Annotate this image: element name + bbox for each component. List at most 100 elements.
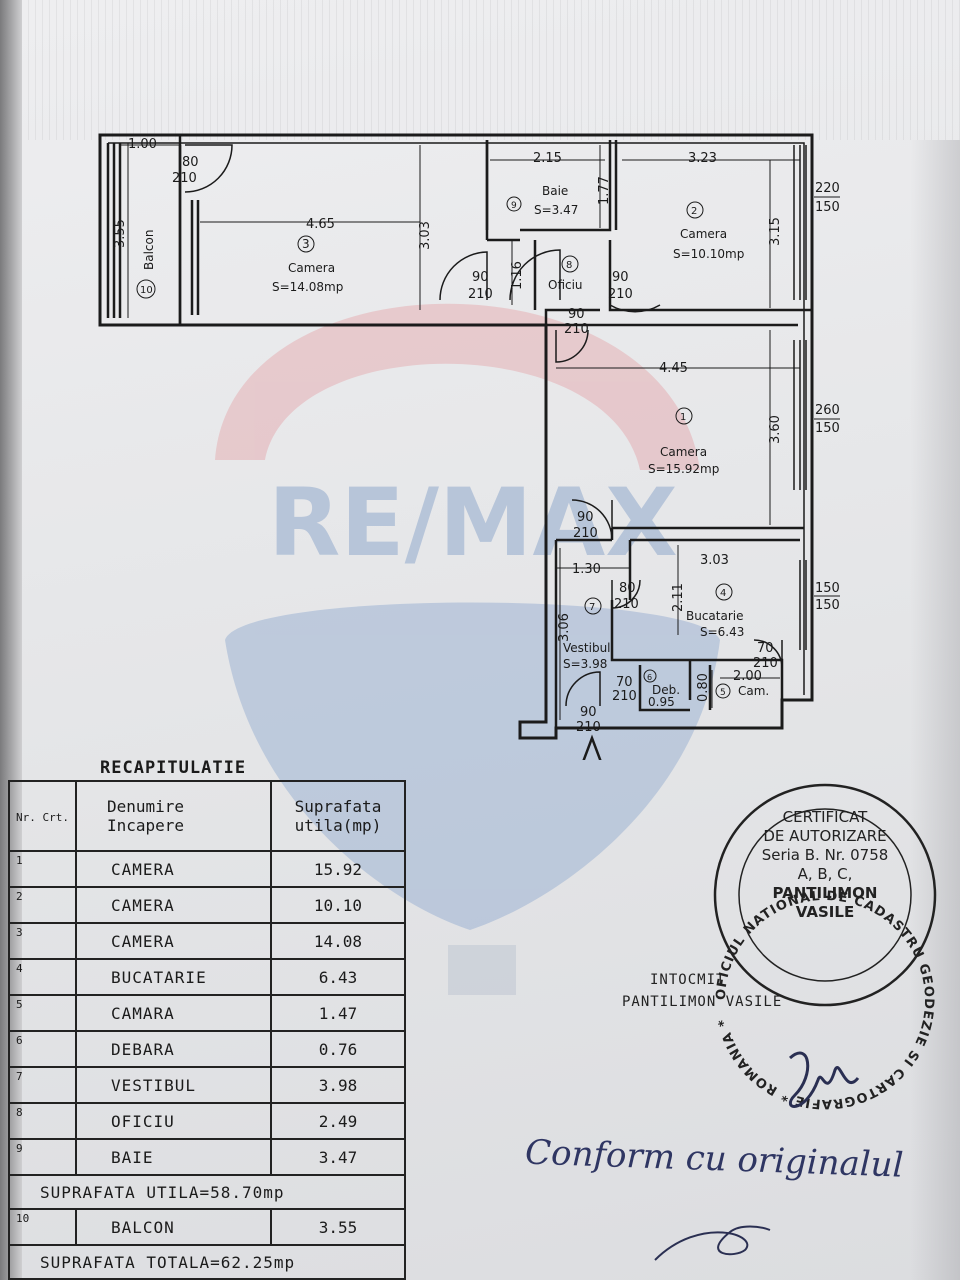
window-1-height: 150 — [815, 200, 840, 215]
door-3-width: 90 — [612, 270, 629, 285]
row-name: CAMERA — [75, 886, 272, 924]
recap-table: Nr. Crt. Denumire Incapere Suprafata uti… — [8, 780, 407, 1280]
stamp-line-3: Seria B. Nr. 0758 — [761, 846, 889, 864]
room-6-number: 6 — [647, 673, 652, 682]
balloon-top-stripe — [215, 303, 700, 470]
room-4-name: Bucatarie — [686, 609, 744, 623]
row-area: 3.55 — [269, 1208, 407, 1246]
stamp-line-5: PANTILIMON — [772, 884, 878, 902]
room-4-number: 4 — [720, 588, 726, 599]
room-6-marker — [643, 669, 657, 683]
row-area: 3.47 — [269, 1138, 407, 1176]
door-swing-8 — [753, 639, 783, 669]
door-1-width: 80 — [182, 155, 199, 170]
door-swing-9 — [565, 671, 601, 707]
door-3-height: 210 — [608, 287, 633, 302]
room-2-area: S=10.10mp — [673, 247, 744, 261]
door-5-width: 90 — [577, 510, 594, 525]
row-area: 3.98 — [269, 1066, 407, 1104]
row-area: 14.08 — [269, 922, 407, 960]
dim-balcony-width: 1.00 — [128, 137, 157, 152]
table-header: Nr. Crt. Denumire Incapere Suprafata uti… — [8, 780, 407, 852]
window-1-width: 220 — [815, 181, 840, 196]
window-right-1 — [793, 145, 807, 300]
door-1-height: 210 — [172, 171, 197, 186]
wall-camera3 — [178, 140, 520, 325]
door-swing-5 — [555, 329, 589, 363]
room-9-marker — [506, 196, 522, 212]
dim-vestibul-width: 1.30 — [572, 562, 601, 577]
door-7-width: 70 — [757, 641, 774, 656]
door-6-width: 80 — [619, 581, 636, 596]
page-edge-shade — [910, 140, 960, 1280]
wall-debara — [638, 665, 712, 712]
room-3-marker — [297, 235, 315, 253]
row-nr: 1 — [8, 850, 77, 888]
room-8-number: 8 — [566, 260, 572, 271]
door-8-height: 210 — [612, 689, 637, 704]
stamp-line-2: DE AUTORIZARE — [763, 827, 887, 845]
row-nr: 3 — [8, 922, 77, 960]
header-nr: Nr. Crt. — [8, 780, 77, 852]
dim-camera3-height: 3.03 — [418, 221, 433, 250]
stamp-line-4: A, B, C, — [797, 865, 853, 883]
row-name: OFICIU — [75, 1102, 272, 1140]
row-nr: 10 — [8, 1208, 77, 1246]
room-9-name: Baie — [542, 184, 568, 198]
room-8-name: Oficiu — [548, 278, 583, 292]
subtotal-text: SUPRAFATA UTILA=58.70mp — [8, 1174, 406, 1210]
dim-camera1-height: 3.60 — [768, 415, 783, 444]
room-5-marker — [715, 683, 731, 699]
stamp-center: CERTIFICAT DE AUTORIZARE Seria B. Nr. 07… — [745, 808, 905, 922]
room-4-area: S=6.43 — [700, 625, 744, 639]
door-7-height: 210 — [753, 656, 778, 671]
room-2-name: Camera — [680, 227, 727, 241]
room-3-number: 3 — [302, 237, 310, 251]
remax-logo-text: RE/MAX — [268, 469, 678, 578]
room-1-name: Camera — [660, 445, 707, 459]
scan-noise — [0, 0, 960, 140]
window-2-width: 260 — [815, 403, 840, 418]
row-area: 15.92 — [269, 850, 407, 888]
dim-bath-width: 2.15 — [533, 151, 562, 166]
row-area: 6.43 — [269, 958, 407, 996]
row-area: 2.49 — [269, 1102, 407, 1140]
door-swing-3 — [509, 249, 561, 301]
room-2-marker — [686, 201, 704, 219]
room-3-name: Camera — [288, 261, 335, 275]
room-1-number: 1 — [680, 412, 686, 423]
room-9-number: 9 — [511, 201, 517, 211]
row-nr: 9 — [8, 1138, 77, 1176]
row-name: BUCATARIE — [75, 958, 272, 996]
door-swing-4 — [609, 255, 661, 313]
door-9-height: 210 — [576, 720, 601, 735]
room-1-area: S=15.92mp — [648, 462, 719, 476]
door-swing-2 — [439, 251, 488, 301]
signature-mark — [788, 1051, 860, 1108]
stamp-inner-ring — [738, 808, 912, 982]
row-name: CAMERA — [75, 850, 272, 888]
room-9-area: S=3.47 — [534, 203, 578, 217]
room-7-number: 7 — [589, 602, 595, 613]
window-right-3 — [799, 560, 807, 650]
subtotal-row: SUPRAFATA UTILA=58.70mp — [8, 1174, 406, 1210]
dim-camera1-width: 4.45 — [659, 361, 688, 376]
door-swing-7 — [611, 579, 641, 609]
room-7-area: S=3.98 — [563, 657, 607, 671]
row-nr: 2 — [8, 886, 77, 924]
room-7-name: Vestibul — [563, 641, 611, 655]
room-1-marker — [675, 407, 693, 425]
stamp-line-6: VASILE — [795, 903, 855, 921]
room-7-marker — [584, 597, 602, 615]
row-nr: 6 — [8, 1030, 77, 1068]
row-area: 1.47 — [269, 994, 407, 1032]
dim-camara-width: 2.00 — [733, 669, 762, 684]
